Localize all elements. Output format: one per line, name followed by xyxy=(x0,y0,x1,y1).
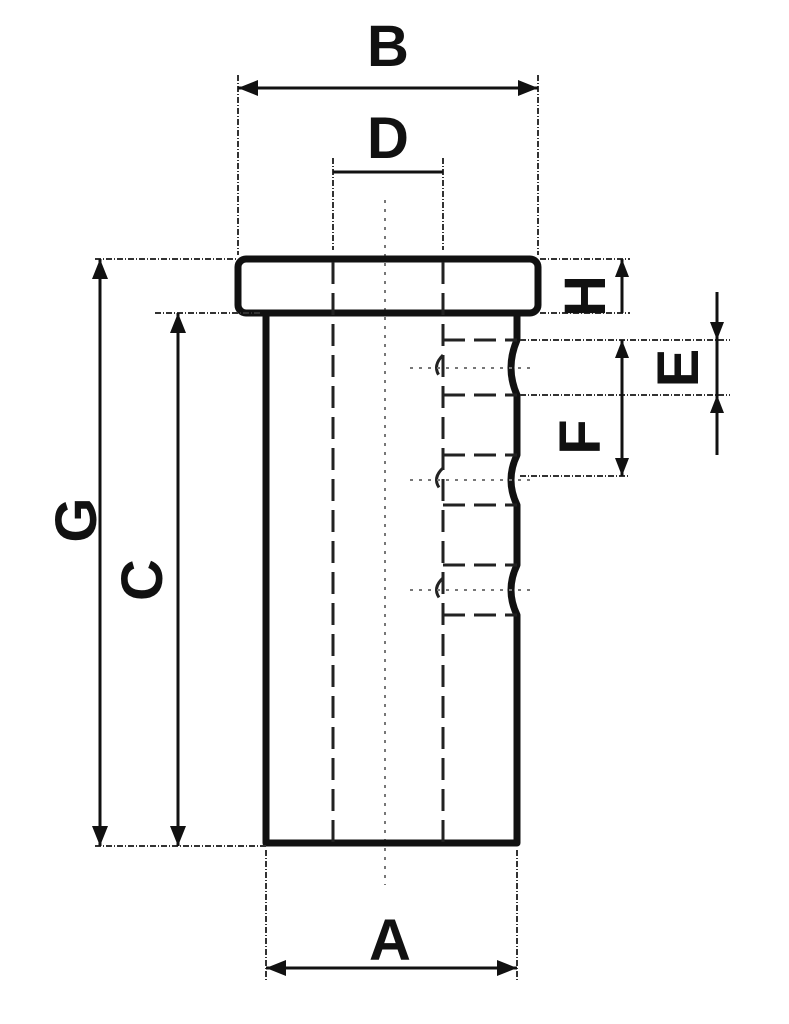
body-outline xyxy=(262,313,521,847)
groove-hidden-lines xyxy=(410,338,530,617)
label-b: B xyxy=(367,14,409,79)
label-a: A xyxy=(369,908,411,973)
label-g: G xyxy=(44,497,109,542)
label-c: C xyxy=(110,559,175,601)
label-f: F xyxy=(548,419,613,454)
label-e: E xyxy=(646,349,711,388)
flange-outline xyxy=(234,255,542,317)
label-h: H xyxy=(553,275,618,317)
dimension-lines xyxy=(92,80,724,976)
label-d: D xyxy=(367,106,409,171)
